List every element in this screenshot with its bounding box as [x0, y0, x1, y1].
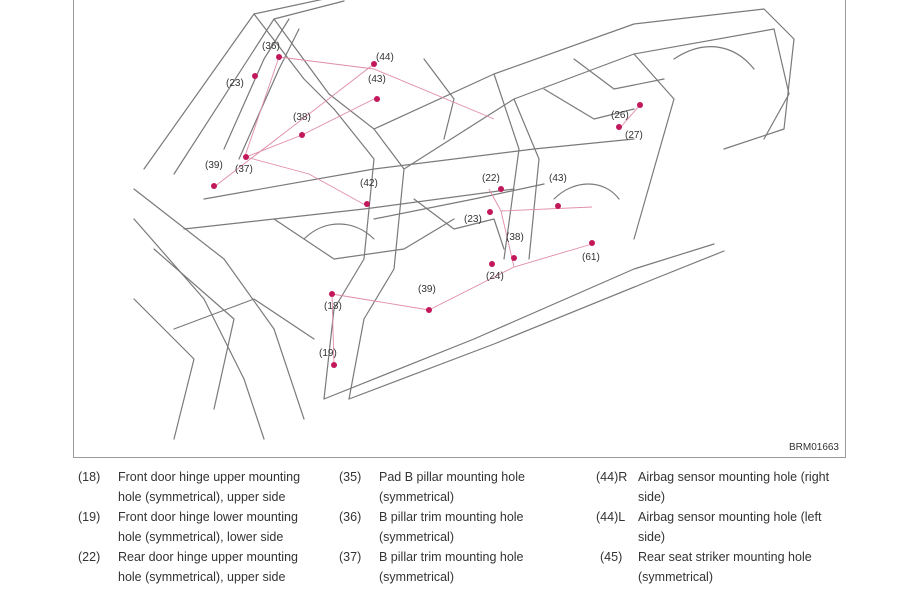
callout-label: (18)	[324, 301, 342, 312]
legend-number: (45)	[600, 550, 623, 564]
legend-number: (19)	[78, 510, 101, 524]
legend-description: Airbag sensor mounting hole (left side)	[638, 510, 822, 544]
legend-number: (44)R	[596, 470, 628, 484]
callout-label: (38)	[293, 112, 311, 123]
callout-label: (22)	[482, 173, 500, 184]
legend-description: Pad B pillar mounting hole (symmetrical)	[379, 470, 525, 504]
body-diagram-figure: (36) (44) (43) (23) (38) (37) (39) (42) …	[73, 0, 846, 458]
legend-description: Rear seat striker mounting hole (symmetr…	[638, 550, 812, 584]
callout-label: (43)	[368, 74, 386, 85]
legend-description: Front door hinge upper mounting hole (sy…	[118, 470, 301, 504]
legend-description: Rear door hinge upper mounting hole (sym…	[118, 550, 298, 584]
callout-label: (24)	[486, 271, 504, 282]
legend-description: Front door hinge lower mounting hole (sy…	[118, 510, 298, 544]
callout-label: (44)	[376, 52, 394, 63]
callout-label: (19)	[319, 348, 337, 359]
callout-label: (38)	[506, 232, 524, 243]
callout-label: (39)	[205, 160, 223, 171]
callout-label: (37)	[235, 164, 253, 175]
legend-number: (44)L	[596, 510, 626, 524]
callout-label: (42)	[360, 178, 378, 189]
callout-label: (27)	[625, 130, 643, 141]
callout-label: (39)	[418, 284, 436, 295]
legend-description: Airbag sensor mounting hole (right side)	[638, 470, 830, 504]
legend-number: (35)	[339, 470, 362, 484]
legend-number: (37)	[339, 550, 362, 564]
parts-legend: (18) Front door hinge upper mounting hol…	[78, 468, 868, 590]
figure-id-label: BRM01663	[788, 442, 839, 453]
vehicle-body-frame-drawing	[133, 0, 795, 440]
legend-description: B pillar trim mounting hole (symmetrical…	[379, 510, 524, 544]
legend-number: (22)	[78, 550, 101, 564]
callout-label: (23)	[226, 78, 244, 89]
callout-label: (43)	[549, 173, 567, 184]
legend-number: (36)	[339, 510, 362, 524]
callout-label: (26)	[611, 110, 629, 121]
callout-label: (23)	[464, 214, 482, 225]
callout-label: (61)	[582, 252, 600, 263]
legend-description: B pillar trim mounting hole (symmetrical…	[379, 550, 524, 584]
legend-number: (18)	[78, 470, 101, 484]
callout-label: (36)	[262, 41, 280, 52]
